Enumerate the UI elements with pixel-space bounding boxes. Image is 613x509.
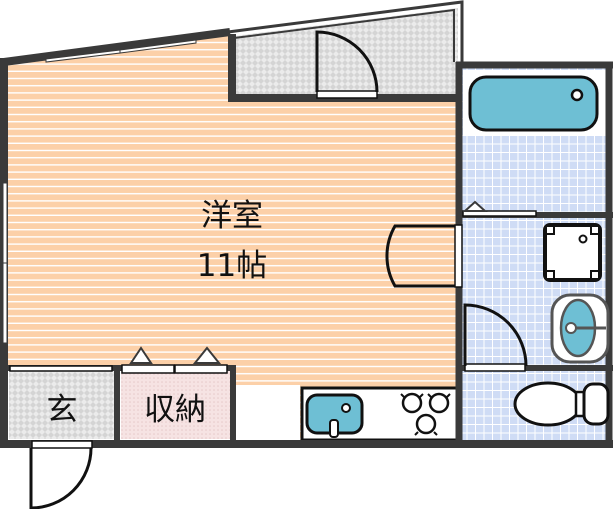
storage <box>121 371 231 439</box>
room-name-entrance: 玄 <box>47 392 78 428</box>
door-swings <box>29 30 528 509</box>
room-name-storage: 収納 <box>144 392 206 428</box>
western-room <box>6 34 460 440</box>
entrance <box>9 371 114 439</box>
entrance-door-icon <box>29 447 93 509</box>
washing-machine-pan-icon <box>543 223 602 282</box>
washbasin-icon <box>550 293 610 364</box>
room-name-western: 洋室 <box>201 198 263 234</box>
room-size-western: 11帖 <box>197 248 267 284</box>
balcony <box>227 0 464 95</box>
closet-door-markers <box>129 200 488 364</box>
toilet-icon <box>513 381 610 427</box>
kitchen-sink-icon <box>305 393 364 438</box>
windows <box>2 39 197 344</box>
bathtub-icon <box>468 75 599 132</box>
door-gaps <box>9 90 537 449</box>
room-door-icon <box>385 224 455 288</box>
balcony-door-icon <box>315 30 379 93</box>
washroom-door-icon <box>463 303 528 367</box>
stove-icon <box>400 392 451 436</box>
